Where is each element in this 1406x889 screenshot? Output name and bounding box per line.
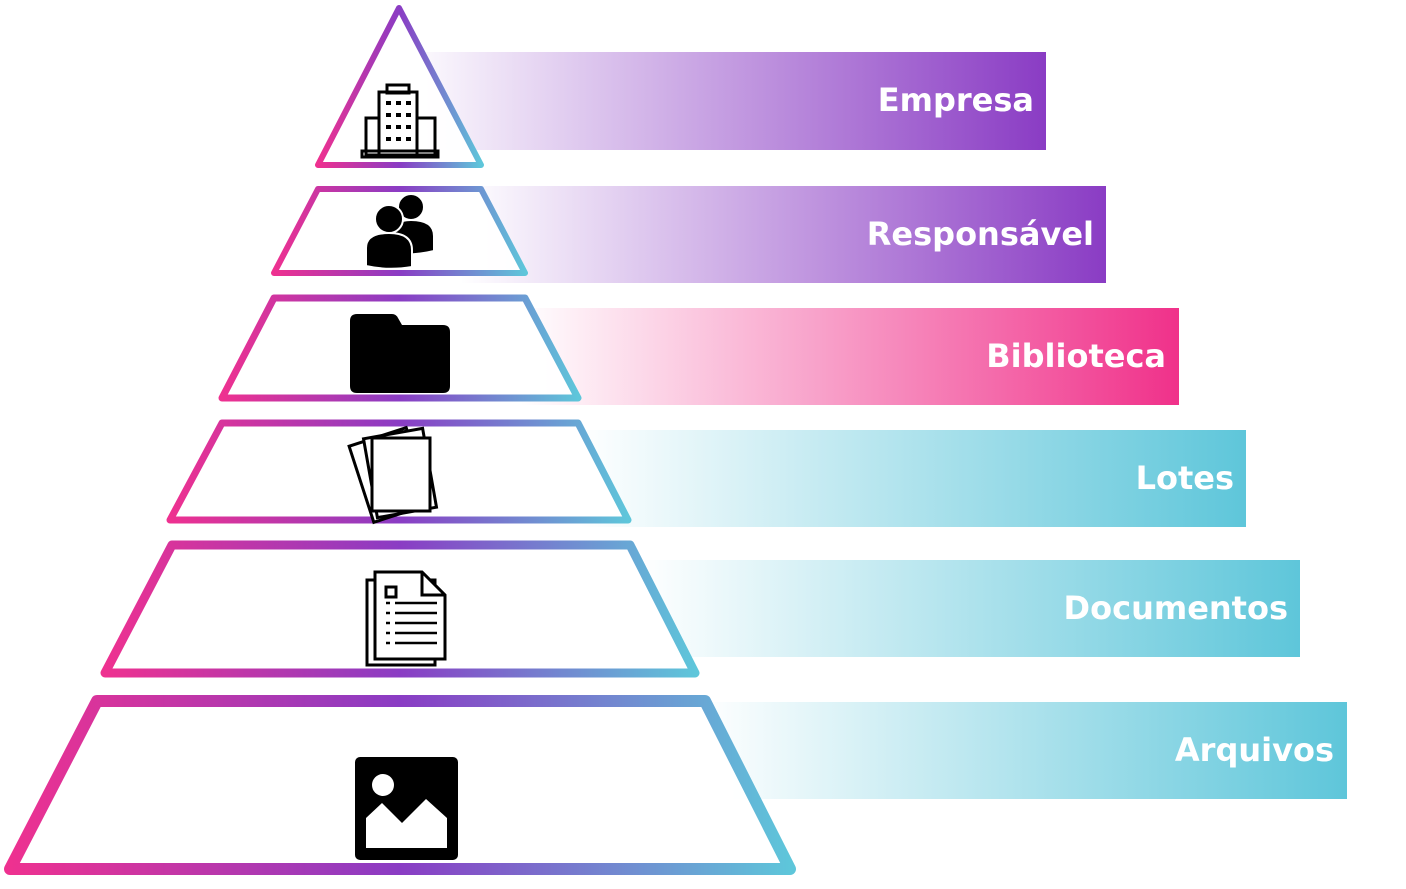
bar-biblioteca	[520, 308, 1179, 405]
users-icon	[365, 193, 435, 270]
label-responsavel: Responsável	[867, 215, 1094, 253]
folder-icon	[350, 314, 450, 393]
label-arquivos: Arquivos	[1175, 731, 1334, 769]
label-lotes: Lotes	[1136, 459, 1234, 497]
image-icon	[355, 757, 458, 860]
building-icon	[360, 83, 440, 159]
stacked-pages-icon	[347, 425, 439, 525]
document-icon	[365, 570, 447, 667]
bar-lotes	[580, 430, 1246, 527]
bar-empresa	[400, 52, 1046, 150]
label-biblioteca: Biblioteca	[986, 337, 1166, 375]
bar-documentos	[640, 560, 1300, 657]
bar-arquivos	[700, 702, 1347, 799]
bar-responsavel	[460, 186, 1106, 283]
label-empresa: Empresa	[878, 81, 1034, 119]
label-documentos: Documentos	[1064, 589, 1288, 627]
